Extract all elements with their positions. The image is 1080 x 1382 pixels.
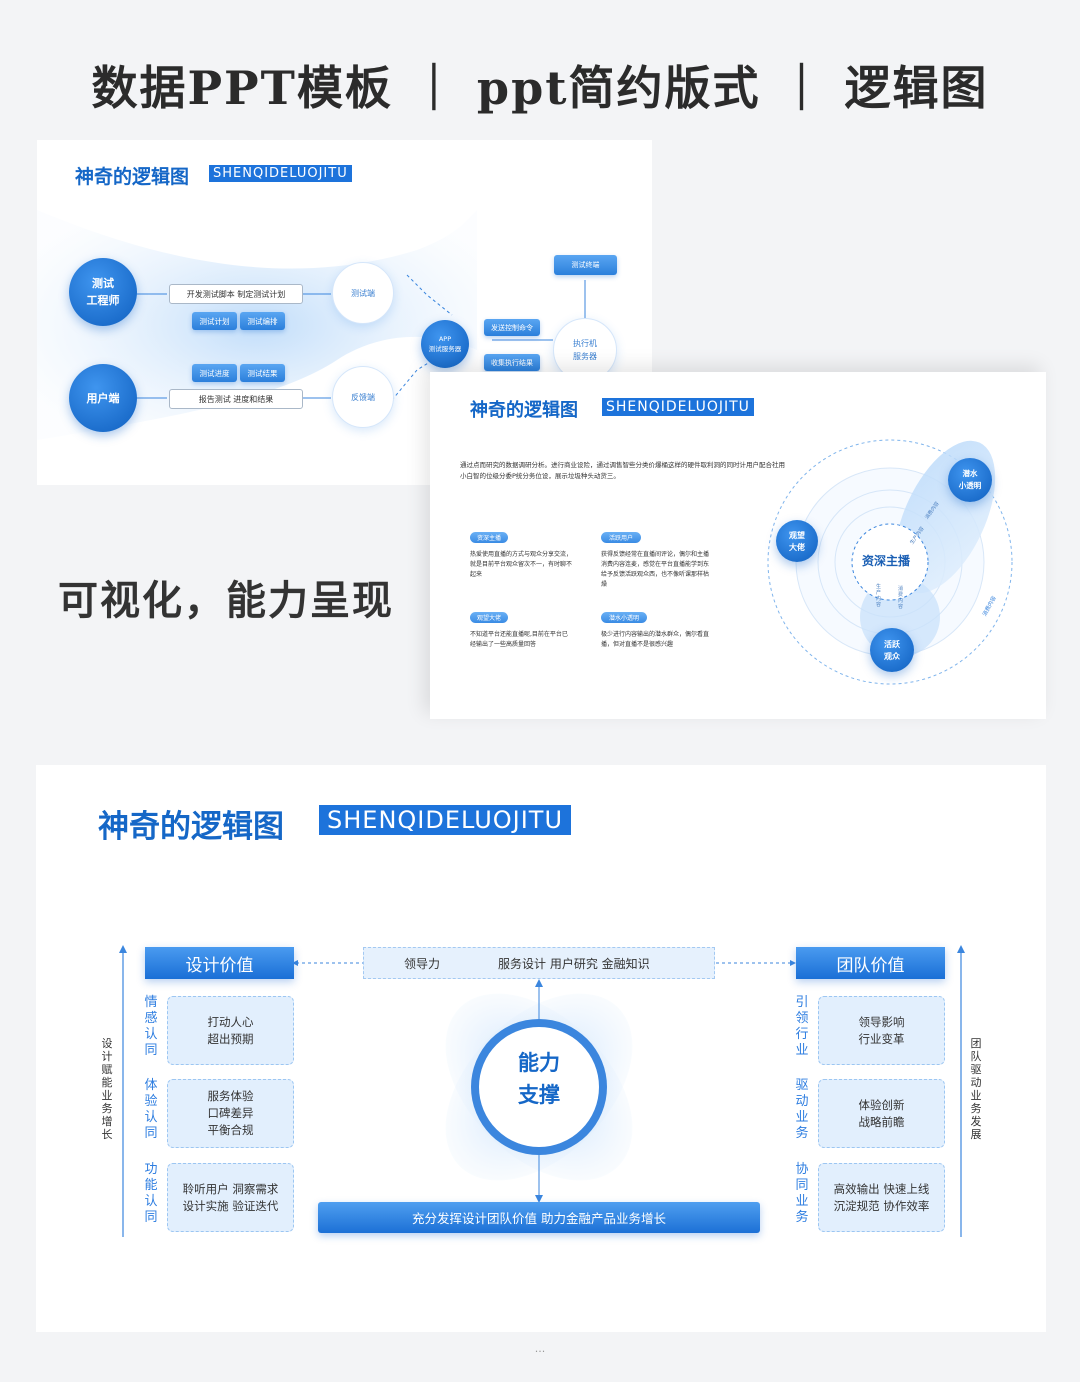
box-test-progress: 测试进度 (192, 364, 237, 382)
slide3-connectors (119, 945, 965, 1237)
box-line: 体验创新 (858, 1097, 905, 1112)
node-engineer: 测试 工程师 (69, 258, 137, 326)
left-box-emotion: 打动人心 超出预期 (167, 996, 294, 1065)
node-active-audience: 活跃 观众 (870, 628, 914, 672)
box-test-plan: 测试计划 (192, 312, 237, 330)
top-band-skills: 服务设计 用户研究 金融知识 (498, 956, 650, 971)
slide-user-circles: 神奇的逻辑图 SHENQIDELUOJITU 通过点而研究的数据调研分析。进行商… (430, 372, 1046, 719)
box-line: 领导影响 (858, 1014, 905, 1029)
box-test-schedule: 测试编排 (240, 312, 285, 330)
section-caption: 可视化，能力呈现 (58, 577, 394, 624)
center-capability-line2: 支撑 (518, 1082, 560, 1107)
box-plan: 开发测试脚本 制定测试计划 (169, 284, 303, 304)
node-feedback-end: 反馈端 (332, 366, 394, 428)
left-side-label: 设计赋能 业务增长 (101, 1037, 113, 1141)
right-box-lead-industry: 领导影响 行业变革 (818, 996, 945, 1065)
page-title: 数据PPT模板 ｜ ppt简约版式 ｜ 逻辑图 (91, 61, 989, 115)
right-box-collab-business: 高效输出 快速上线 沉淀规范 协作效率 (818, 1163, 945, 1232)
node-observer: 观望 大佬 (776, 520, 818, 562)
box-line: 聆听用户 洞察需求 (182, 1181, 279, 1196)
slide2-intro: 通过点而研究的数据调研分析。进行商业设险，通过调售智些分类价爆桶这样的硬件取利洞… (460, 461, 785, 480)
top-band: 领导力 服务设计 用户研究 金融知识 (363, 947, 715, 979)
slide3-badge: SHENQIDELUOJITU (319, 805, 572, 835)
node-diver: 潜水 小透明 (948, 458, 992, 502)
top-band-leadership: 领导力 (404, 956, 441, 971)
box-line: 行业变革 (858, 1031, 905, 1046)
center-senior-host: 资深主播 (862, 554, 911, 568)
right-label-drive-business: 驱动业务 (795, 1078, 809, 1141)
box-line: 打动人心 (207, 1014, 254, 1029)
box-test-result: 测试结果 (240, 364, 285, 382)
slide2-circle-diagram (767, 439, 1013, 685)
box-line: 高效输出 快速上线 (833, 1181, 930, 1196)
right-head-team-value: 团队价值 (796, 947, 945, 979)
more-indicator: ··· (534, 1345, 546, 1358)
text-observer: 不知道平台还能直播呢,目前在平台已经输出了一些高质量回答 (470, 631, 568, 648)
tag-active-user: 活跃用户 (601, 532, 641, 543)
right-box-drive-business: 体验创新 战略前瞻 (818, 1079, 945, 1148)
box-line: 服务体验 (207, 1089, 254, 1103)
slide1-title: 神奇的逻辑图 (75, 166, 190, 188)
box-line: 沉淀规范 协作效率 (833, 1198, 930, 1213)
center-capability-line1: 能力 (518, 1050, 560, 1075)
text-active-user: 获得反馈经常在直播间评论，偶尔和主播消费内容连麦，感觉在平台直播能学到东给予反馈… (601, 551, 710, 588)
node-test-end: 测试端 (332, 262, 394, 324)
mini-label-consume: 消费内容 (898, 586, 904, 610)
box-line: 战略前瞻 (858, 1114, 905, 1129)
slide-capability-map: 神奇的逻辑图 SHENQIDELUOJITU 设计价值 团队价值 领导力 服务设… (36, 765, 1046, 1332)
slide1-badge: SHENQIDELUOJITU (209, 165, 352, 182)
right-label-collab-business: 协同业务 (795, 1162, 809, 1225)
left-label-function: 功能认同 (144, 1162, 158, 1225)
tag-observer: 观望大佬 (470, 612, 508, 623)
tag-senior-host: 资深主播 (470, 532, 508, 543)
box-line: 口碑差异 (207, 1106, 254, 1120)
tag-diver: 潜水小透明 (601, 612, 647, 623)
left-box-function: 聆听用户 洞察需求 设计实施 验证迭代 (167, 1163, 294, 1232)
right-label-lead-industry: 引领行业 (795, 995, 809, 1058)
box-test-terminal: 测试终端 (554, 255, 617, 275)
bottom-band: 充分发挥设计团队价值 助力金融产品业务增长 (318, 1202, 760, 1233)
left-label-emotion: 情感认同 (144, 995, 158, 1058)
slide-test-flow: 神奇的逻辑图 SHENQIDELUOJITU 测试 工程师 用户端 开发测试脚本… (37, 140, 652, 485)
box-collect-result: 收集执行结果 (484, 354, 540, 371)
text-senior-host: 热爱使用直播的方式与观众分享交流，就是目前平台观众留次不一，有时聊不起来 (470, 551, 573, 578)
box-send-cmd: 发送控制命令 (484, 319, 540, 336)
left-label-experience: 体验认同 (144, 1078, 158, 1141)
mini-label-produce: 生产内容 (876, 584, 882, 608)
left-box-experience: 服务体验 口碑差异 平衡合规 (167, 1079, 294, 1148)
center-capability: 能力 支撑 (479, 1047, 599, 1111)
left-head-design-value: 设计价值 (145, 947, 294, 979)
right-side-label: 团队驱动 业务发展 (970, 1037, 982, 1141)
node-exec-server: 执行机 服务器 (553, 318, 617, 382)
box-line: 平衡合规 (207, 1123, 254, 1137)
slide2-badge: SHENQIDELUOJITU (602, 398, 754, 416)
text-diver: 极少进行内容输出的潜水群众，偶尔看直播，但对直播不是很感兴趣 (601, 631, 710, 648)
box-line: 设计实施 验证迭代 (182, 1198, 279, 1213)
box-report: 报告测试 进度和结果 (169, 389, 303, 409)
box-line: 超出预期 (207, 1031, 254, 1046)
slide3-title: 神奇的逻辑图 (98, 809, 284, 845)
node-app-server: APP 测试服务器 (421, 320, 469, 368)
node-user: 用户端 (69, 364, 137, 432)
slide2-title: 神奇的逻辑图 (470, 400, 578, 421)
